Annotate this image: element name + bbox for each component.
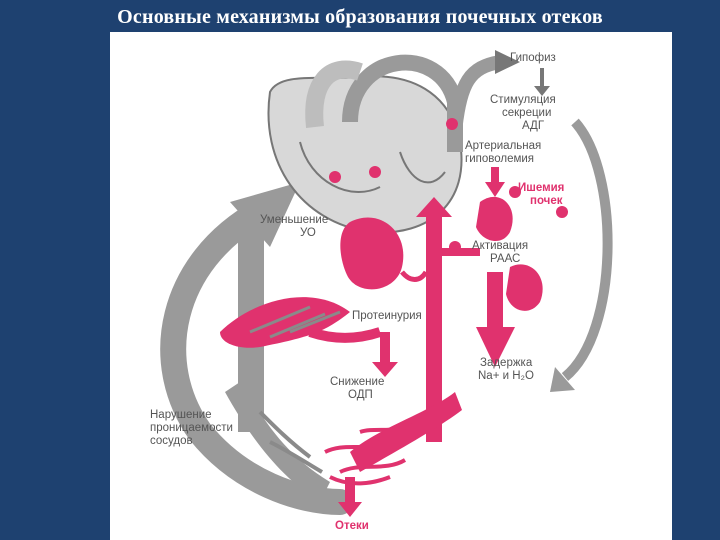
adh-label-1: Стимуляция bbox=[490, 94, 556, 106]
stroke-volume-label-1: Уменьшение bbox=[260, 214, 328, 226]
adh-label-2: секреции bbox=[502, 107, 551, 119]
proteinuria-arrow bbox=[310, 332, 380, 338]
raas-label-1: Активация bbox=[472, 240, 528, 252]
hypovolemia-label-1: Артериальная bbox=[465, 140, 541, 152]
edema-label: Отеки bbox=[335, 520, 369, 532]
proteinuria-to-odp bbox=[372, 362, 398, 377]
pituitary-label: Гипофиз bbox=[510, 52, 556, 64]
permeability-label-3: сосудов bbox=[150, 435, 193, 447]
edema-shaft bbox=[345, 477, 355, 503]
raas-label-2: РААС bbox=[490, 253, 520, 265]
kidney-to-ureter bbox=[402, 272, 426, 280]
hypovolemia-shaft bbox=[491, 167, 499, 182]
raas-shaft bbox=[487, 272, 503, 330]
heart-dot-1 bbox=[329, 171, 341, 183]
retention-label-2: Na+ и H₂O bbox=[478, 370, 534, 382]
adh-label-3: АДГ bbox=[522, 120, 544, 132]
raas-kidney-left bbox=[476, 197, 513, 241]
diagram-canvas bbox=[110, 32, 672, 540]
aortic-dot bbox=[446, 118, 458, 130]
odp-label-2: ОДП bbox=[348, 389, 373, 401]
stroke-volume-label-2: УО bbox=[300, 227, 316, 239]
ischemia-dot-2 bbox=[556, 206, 568, 218]
hypovolemia-down-arrow bbox=[485, 182, 505, 197]
hypovolemia-label-2: гиповолемия bbox=[465, 153, 534, 165]
adh-to-retention-arrow bbox=[565, 122, 608, 377]
retention-label-1: Задержка bbox=[480, 357, 532, 369]
ischemia-label-2: почек bbox=[530, 195, 563, 207]
odp-label-1: Снижение bbox=[330, 376, 384, 388]
proteinuria-label: Протеинурия bbox=[352, 310, 422, 322]
odp-shaft bbox=[380, 332, 390, 364]
permeability-label-1: Нарушение bbox=[150, 409, 212, 421]
ischemia-label-1: Ишемия bbox=[518, 182, 564, 194]
slide-title: Основные механизмы образования почечных … bbox=[0, 6, 720, 29]
raas-kidney-right bbox=[506, 264, 543, 310]
diagram-panel: Гипофиз Стимуляция секреции АДГ Артериал… bbox=[110, 32, 672, 540]
heart-dot-2 bbox=[369, 166, 381, 178]
permeability-label-2: проницаемости bbox=[150, 422, 233, 434]
